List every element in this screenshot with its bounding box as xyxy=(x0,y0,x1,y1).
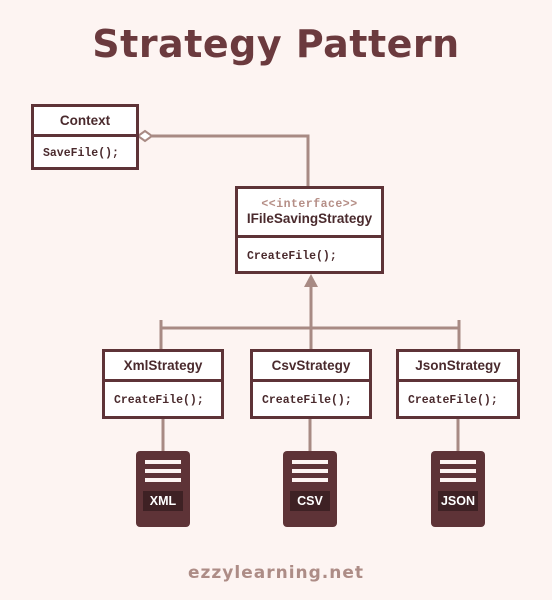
json-strategy-method: CreateFile(); xyxy=(408,394,498,407)
aggregation-line xyxy=(152,134,310,186)
interface-stereotype: <<interface>> xyxy=(261,198,358,211)
xml-strategy-method: CreateFile(); xyxy=(114,394,204,407)
interface-name: IFileSavingStrategy xyxy=(246,211,373,226)
xml-strategy-name: XmlStrategy xyxy=(105,352,221,382)
csv-file-label: CSV xyxy=(290,491,330,511)
context-class-name: Context xyxy=(34,107,136,137)
aggregation-diamond xyxy=(136,129,154,143)
xml-file-label: XML xyxy=(143,491,183,511)
context-class: Context SaveFile(); xyxy=(31,104,139,170)
json-strategy-name: JsonStrategy xyxy=(399,352,517,382)
csv-file-icon: CSV xyxy=(283,451,337,527)
csv-strategy-method: CreateFile(); xyxy=(262,394,352,407)
xml-file-icon: XML xyxy=(136,451,190,527)
csv-strategy-class: CsvStrategy CreateFile(); xyxy=(250,349,372,419)
interface-class: <<interface>> IFileSavingStrategy Create… xyxy=(235,186,384,274)
json-strategy-class: JsonStrategy CreateFile(); xyxy=(396,349,520,419)
xml-strategy-class: XmlStrategy CreateFile(); xyxy=(102,349,224,419)
site-footer: ezzylearning.net xyxy=(187,563,365,583)
json-file-icon: JSON xyxy=(431,451,485,527)
context-method: SaveFile(); xyxy=(43,147,119,160)
inheritance-arrowhead xyxy=(304,274,318,287)
csv-strategy-name: CsvStrategy xyxy=(253,352,369,382)
diagram-title: Strategy Pattern xyxy=(92,22,460,66)
json-file-label: JSON xyxy=(438,491,478,511)
interface-method: CreateFile(); xyxy=(247,249,337,263)
interface-header: <<interface>> IFileSavingStrategy xyxy=(238,189,381,238)
